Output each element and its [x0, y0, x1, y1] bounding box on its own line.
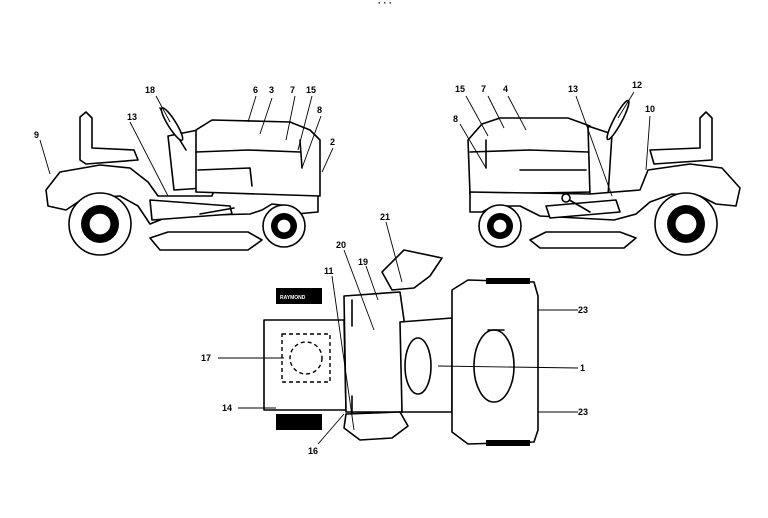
top-rear-wheel-left	[276, 288, 322, 304]
left-rear-hub	[88, 212, 112, 236]
right-mower-deck	[529, 231, 637, 249]
leader-right-8	[459, 123, 487, 169]
callout-top-21: 21	[380, 212, 390, 222]
leader-left-9	[39, 139, 51, 175]
leader-top-20	[343, 249, 375, 331]
leader-right-12	[617, 91, 635, 119]
leader-right-7	[487, 95, 505, 129]
right-side-view: 15 7 4 13 12 8 10	[453, 80, 741, 256]
leader-left-15	[297, 95, 313, 151]
callout-top-19: 19	[358, 257, 368, 267]
callout-top-23a: 23	[578, 305, 588, 315]
left-mower-deck	[149, 231, 263, 251]
callout-right-7: 7	[481, 84, 486, 94]
top-decal-circle	[289, 341, 323, 375]
top-view: RAYMOND 21 20 19 11	[201, 212, 588, 456]
left-hood-line	[195, 149, 301, 153]
top-rear-wheel-right	[276, 414, 322, 430]
leader-left-13	[129, 121, 169, 197]
leader-top-16	[317, 413, 345, 445]
top-hood-cap	[404, 337, 432, 395]
leader-left-3	[259, 97, 273, 135]
left-side-view: 9 18 13 6 3 7 15 8 2	[34, 85, 335, 256]
leader-right-10	[645, 115, 651, 171]
right-front-hub	[492, 218, 508, 234]
top-front-grille-oval	[473, 329, 515, 403]
callout-left-18: 18	[145, 85, 155, 95]
callout-right-13: 13	[568, 84, 578, 94]
callout-right-15: 15	[455, 84, 465, 94]
callout-left-15: 15	[306, 85, 316, 95]
left-hood	[195, 119, 321, 197]
leader-top-21	[385, 221, 403, 283]
left-footrest	[149, 199, 233, 221]
leader-right-15	[465, 95, 489, 137]
leader-left-6	[247, 95, 257, 123]
callout-left-9: 9	[34, 130, 39, 140]
right-hood-line	[469, 149, 589, 153]
callout-left-3: 3	[269, 85, 274, 95]
left-hood-line-2	[197, 167, 253, 187]
right-lever-knob	[561, 193, 571, 203]
right-seat	[649, 111, 713, 165]
callout-top-14: 14	[222, 403, 232, 413]
leader-right-13	[575, 95, 613, 197]
left-grille-line	[299, 139, 303, 169]
leader-left-2	[321, 147, 334, 173]
leader-top-19	[365, 265, 379, 301]
leader-left-8	[301, 115, 322, 169]
top-discharge-chute	[381, 249, 443, 291]
callout-right-8: 8	[453, 114, 458, 124]
right-footrest	[545, 199, 621, 219]
callout-left-6: 6	[253, 85, 258, 95]
callout-top-1: 1	[580, 363, 585, 373]
callout-top-11: 11	[324, 266, 334, 276]
callout-top-16: 16	[308, 446, 318, 456]
right-rear-hub	[674, 212, 698, 236]
right-steering-wheel-rim	[606, 99, 630, 141]
leader-right-4	[507, 95, 527, 131]
callout-top-23b: 23	[578, 407, 588, 417]
callout-left-8: 8	[317, 105, 322, 115]
leader-left-18	[155, 95, 171, 123]
leader-top-1	[437, 365, 579, 369]
top-dash-section	[343, 291, 405, 413]
leader-top-11	[331, 275, 355, 431]
callout-top-20: 20	[336, 240, 346, 250]
callout-top-17: 17	[201, 353, 211, 363]
callout-left-13: 13	[127, 112, 137, 122]
top-deck-edge	[343, 411, 409, 441]
callout-left-7: 7	[290, 85, 295, 95]
callout-right-12: 12	[632, 80, 642, 90]
top-front-wheel-left	[486, 278, 530, 284]
top-front-wheel-right	[486, 440, 530, 446]
left-front-hub	[276, 218, 292, 234]
callout-right-10: 10	[645, 104, 655, 114]
left-lever	[199, 207, 235, 215]
callout-right-4: 4	[503, 84, 508, 94]
left-seat	[79, 111, 139, 165]
leader-left-7	[285, 95, 296, 141]
right-hood	[467, 117, 595, 195]
callout-left-2: 2	[330, 137, 335, 147]
top-mark: · · ·	[378, 0, 392, 8]
top-wheel-decal-text: RAYMOND	[280, 295, 306, 301]
